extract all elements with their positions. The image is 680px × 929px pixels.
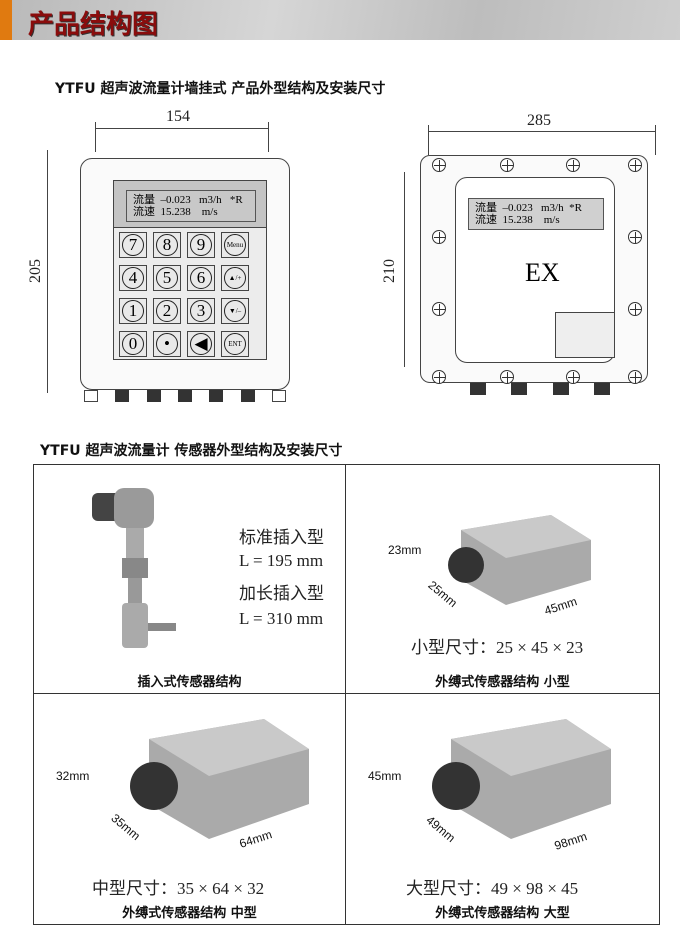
small-spec: 小型尺寸：25 × 45 × 23 (411, 638, 584, 657)
key-button: ◀ (187, 331, 215, 357)
width-dimension-ex: 285 (527, 112, 551, 129)
key-button: 1 (119, 298, 147, 324)
medium-spec: 中型尺寸：35 × 64 × 32 (92, 879, 265, 898)
key-button: ▼/– (221, 298, 249, 324)
key-label: • (156, 333, 178, 355)
bolt-icon (628, 370, 642, 384)
height-dimension-ex: 210 (381, 259, 398, 283)
cable-glands (84, 390, 286, 404)
key-label: 9 (190, 234, 212, 256)
medium-sensor-image (130, 719, 309, 839)
key-label: 1 (122, 300, 144, 322)
spec-extended: 加长插入型 (239, 584, 324, 603)
medium-sensor-cell: 32mm 35mm 64mm 中型尺寸：35 × 64 × 32 外缚式传感器结… (33, 693, 346, 925)
key-button: ENT (221, 331, 249, 357)
wall-section-title: YTFU 超声波流量计墙挂式 产品外型结构及安装尺寸 (55, 81, 386, 97)
ex-plate (555, 312, 615, 358)
bolt-icon (500, 370, 514, 384)
key-label: ◀ (190, 333, 212, 355)
key-label: 7 (122, 234, 144, 256)
width-dimension: 154 (166, 108, 190, 125)
spec-standard-length: L = 195 mm (239, 551, 324, 570)
key-button: 6 (187, 265, 215, 291)
large-sensor-image (432, 719, 611, 839)
small-caption: 外缚式传感器结构 小型 (435, 675, 570, 690)
bolt-icon (432, 230, 446, 244)
key-label: 0 (122, 333, 144, 355)
small-sensor-cell: 23mm 25mm 45mm 小型尺寸：25 × 45 × 23 外缚式传感器结… (345, 464, 660, 694)
key-button: 2 (153, 298, 181, 324)
key-label: 2 (156, 300, 178, 322)
key-label: ENT (224, 333, 246, 355)
bolt-icon (566, 158, 580, 172)
key-button: 3 (187, 298, 215, 324)
ex-mark: EX (525, 258, 560, 287)
key-button: 5 (153, 265, 181, 291)
key-label: ▼/– (224, 300, 246, 322)
large-caption: 外缚式传感器结构 大型 (435, 906, 570, 921)
key-label: 8 (156, 234, 178, 256)
header-banner: 产品结构图 (0, 0, 680, 40)
bolt-icon (628, 158, 642, 172)
insert-caption: 插入式传感器结构 (137, 675, 242, 690)
bolt-icon (500, 158, 514, 172)
cable-glands-ex (470, 383, 610, 397)
sensor-section-title: YTFU 超声波流量计 传感器外型结构及安装尺寸 (40, 443, 343, 459)
spec-standard: 标准插入型 (239, 528, 324, 547)
medium-caption: 外缚式传感器结构 中型 (122, 906, 257, 921)
key-label: 5 (156, 267, 178, 289)
key-button: 9 (187, 232, 215, 258)
key-label: Menu (224, 234, 246, 256)
key-button: 0 (119, 331, 147, 357)
key-label: 6 (190, 267, 212, 289)
key-button: 4 (119, 265, 147, 291)
key-button: 8 (153, 232, 181, 258)
insert-sensor-image (92, 488, 176, 648)
height-label: 23mm (388, 543, 422, 557)
bolt-icon (432, 158, 446, 172)
key-button: Menu (221, 232, 249, 258)
key-button: ▲/+ (221, 265, 249, 291)
bolt-icon (432, 370, 446, 384)
large-spec: 大型尺寸：49 × 98 × 45 (406, 879, 579, 898)
insert-sensor-cell: 标准插入型 L = 195 mm 加长插入型 L = 310 mm 插入式传感器… (33, 464, 346, 694)
key-button: 7 (119, 232, 147, 258)
page-title: 产品结构图 (28, 10, 159, 40)
key-label: ▲/+ (224, 267, 246, 289)
bolt-icon (566, 370, 580, 384)
key-label: 3 (190, 300, 212, 322)
key-label: 4 (122, 267, 144, 289)
height-label: 45mm (368, 769, 402, 783)
key-button: • (153, 331, 181, 357)
bolt-icon (628, 302, 642, 316)
spec-extended-length: L = 310 mm (239, 609, 324, 628)
height-label: 32mm (56, 769, 90, 783)
bolt-icon (432, 302, 446, 316)
large-sensor-cell: 45mm 49mm 98mm 大型尺寸：49 × 98 × 45 外缚式传感器结… (345, 693, 660, 925)
accent-strip (0, 0, 12, 40)
bolt-icon (628, 230, 642, 244)
height-dimension: 205 (27, 259, 44, 283)
small-sensor-image (448, 515, 591, 605)
